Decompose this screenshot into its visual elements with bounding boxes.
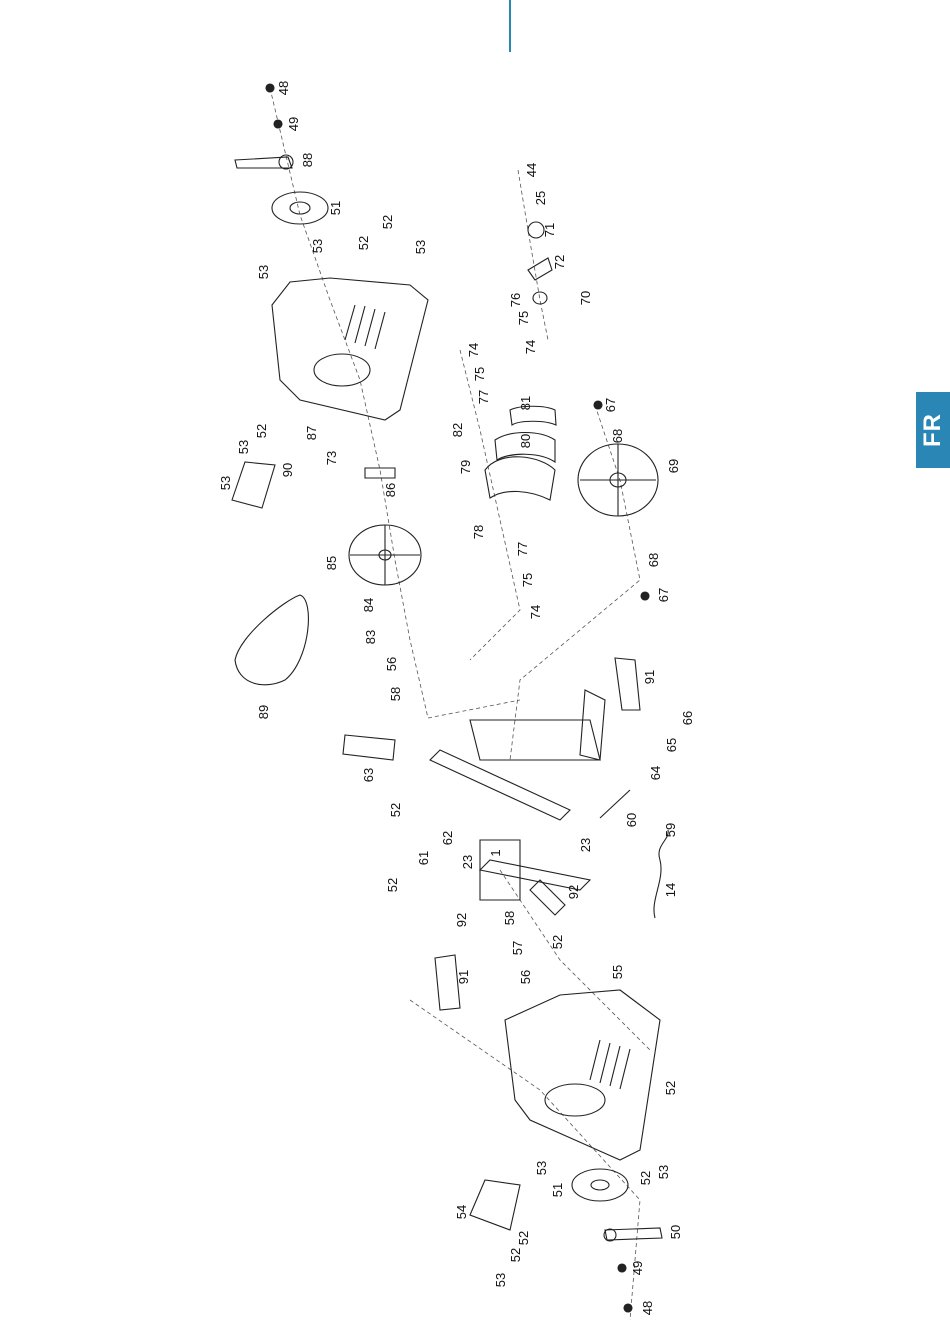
part-label-84: 84 xyxy=(361,598,376,612)
part-label-25: 25 xyxy=(533,191,548,205)
part-label-72: 72 xyxy=(552,255,567,269)
part-label-48: 48 xyxy=(640,1301,655,1315)
part-label-49: 49 xyxy=(286,117,301,131)
part-label-75: 75 xyxy=(520,573,535,587)
part-label-53: 53 xyxy=(413,240,428,254)
part-label-67: 67 xyxy=(603,398,618,412)
part-label-52: 52 xyxy=(385,878,400,892)
part-label-52: 52 xyxy=(254,424,269,438)
part-label-52: 52 xyxy=(638,1171,653,1185)
part-label-49: 49 xyxy=(630,1261,645,1275)
part-label-87: 87 xyxy=(304,426,319,440)
part-label-65: 65 xyxy=(664,738,679,752)
part-label-62: 62 xyxy=(440,831,455,845)
part-label-48: 48 xyxy=(276,81,291,95)
part-label-60: 60 xyxy=(624,813,639,827)
part-label-52: 52 xyxy=(508,1248,523,1262)
part-label-54: 54 xyxy=(454,1205,469,1219)
part-label-51: 51 xyxy=(550,1183,565,1197)
part-label-50: 50 xyxy=(668,1225,683,1239)
part-label-82: 82 xyxy=(450,423,465,437)
part-label-56: 56 xyxy=(518,970,533,984)
part-label-53: 53 xyxy=(218,476,233,490)
part-label-55: 55 xyxy=(610,965,625,979)
part-label-23: 23 xyxy=(578,838,593,852)
part-label-89: 89 xyxy=(256,705,271,719)
part-label-59: 59 xyxy=(663,823,678,837)
part-label-53: 53 xyxy=(310,239,325,253)
part-label-74: 74 xyxy=(528,605,543,619)
part-label-88: 88 xyxy=(300,153,315,167)
part-label-86: 86 xyxy=(383,483,398,497)
diagram-drawing xyxy=(232,84,668,1320)
part-label-78: 78 xyxy=(471,525,486,539)
part-label-92: 92 xyxy=(566,885,581,899)
part-label-69: 69 xyxy=(666,459,681,473)
part-label-79: 79 xyxy=(458,460,473,474)
part-label-68: 68 xyxy=(610,429,625,443)
part-label-70: 70 xyxy=(578,291,593,305)
part-label-71: 71 xyxy=(542,223,557,237)
part-label-91: 91 xyxy=(642,670,657,684)
part-label-52: 52 xyxy=(550,935,565,949)
part-label-75: 75 xyxy=(516,311,531,325)
part-label-80: 80 xyxy=(518,434,533,448)
part-label-77: 77 xyxy=(515,542,530,556)
part-label-73: 73 xyxy=(324,451,339,465)
part-label-67: 67 xyxy=(656,588,671,602)
part-label-53: 53 xyxy=(256,265,271,279)
part-label-53: 53 xyxy=(534,1161,549,1175)
part-label-1: 1 xyxy=(488,849,503,856)
part-label-75: 75 xyxy=(472,367,487,381)
part-label-44: 44 xyxy=(524,163,539,177)
part-label-85: 85 xyxy=(324,556,339,570)
part-label-63: 63 xyxy=(361,768,376,782)
part-label-51: 51 xyxy=(328,201,343,215)
part-label-91: 91 xyxy=(456,970,471,984)
part-label-58: 58 xyxy=(388,687,403,701)
part-label-23: 23 xyxy=(460,855,475,869)
part-label-61: 61 xyxy=(416,851,431,865)
part-label-52: 52 xyxy=(388,803,403,817)
part-label-74: 74 xyxy=(466,343,481,357)
part-label-77: 77 xyxy=(476,390,491,404)
part-label-74: 74 xyxy=(523,340,538,354)
part-label-52: 52 xyxy=(663,1081,678,1095)
part-label-64: 64 xyxy=(648,766,663,780)
part-label-52: 52 xyxy=(380,215,395,229)
part-label-14: 14 xyxy=(663,883,678,897)
part-label-68: 68 xyxy=(646,553,661,567)
part-label-58: 58 xyxy=(502,911,517,925)
part-label-81: 81 xyxy=(518,396,533,410)
part-label-76: 76 xyxy=(508,293,523,307)
part-label-53: 53 xyxy=(236,440,251,454)
part-label-57: 57 xyxy=(510,941,525,955)
part-label-52: 52 xyxy=(516,1231,531,1245)
part-label-52: 52 xyxy=(356,236,371,250)
part-label-90: 90 xyxy=(280,463,295,477)
part-label-66: 66 xyxy=(680,711,695,725)
part-label-92: 92 xyxy=(454,913,469,927)
part-label-53: 53 xyxy=(493,1273,508,1287)
part-label-53: 53 xyxy=(656,1165,671,1179)
part-label-56: 56 xyxy=(384,657,399,671)
part-label-83: 83 xyxy=(363,630,378,644)
